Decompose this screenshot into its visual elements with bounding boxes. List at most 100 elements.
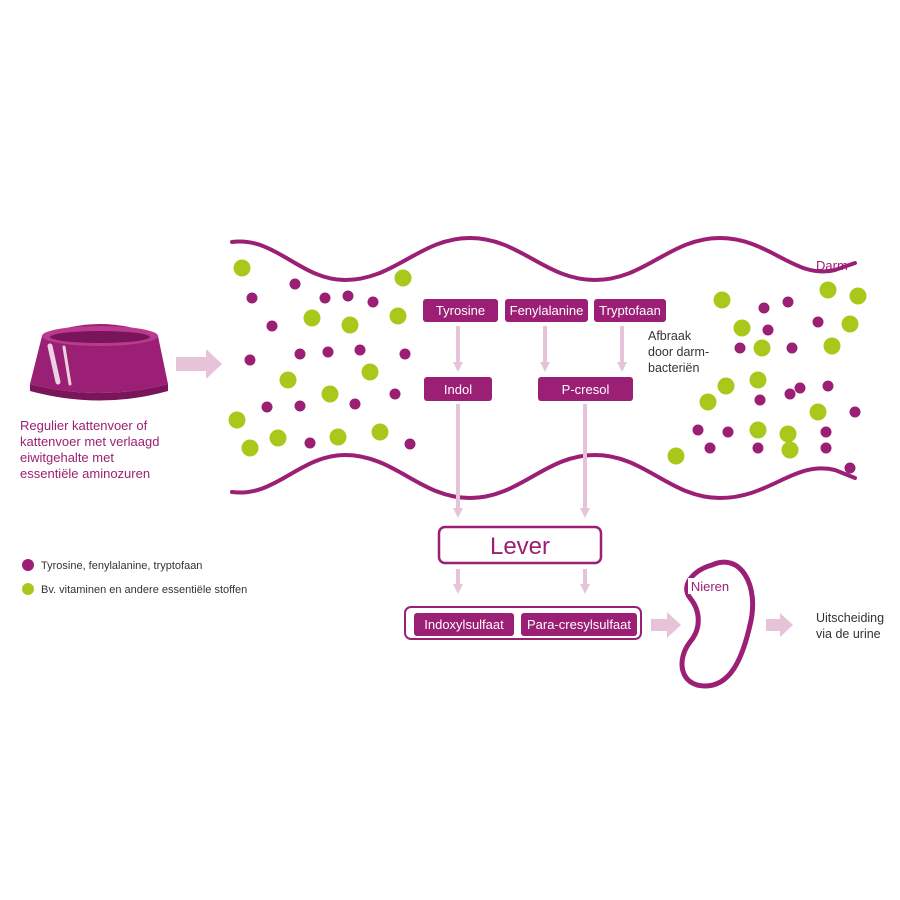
amino-acid-particle: [322, 346, 334, 358]
nutrient-particle: [303, 309, 321, 327]
amino-acid-particle: [822, 380, 834, 392]
intestine-top-wall: [230, 235, 857, 283]
nutrient-particle: [733, 319, 751, 337]
svg-text:Tryptofaan: Tryptofaan: [599, 303, 661, 318]
intestine-particles: [228, 259, 867, 474]
breakdown-arrows: [453, 326, 627, 372]
amino-acid-particle: [786, 342, 798, 354]
amino-acid-particle: [820, 426, 832, 438]
breakdown-note-line: Afbraak: [648, 329, 692, 343]
amino-acid-particle: [722, 426, 734, 438]
amino-acid-particle: [389, 388, 401, 400]
nutrient-particle: [279, 371, 297, 389]
nutrient-particle: [781, 441, 799, 459]
arrow-to-kidney: [651, 612, 681, 638]
nutrient-particle: [823, 337, 841, 355]
nutrient-particle: [329, 428, 347, 446]
amino-acid-particle: [794, 382, 806, 394]
nutrient-particle: [753, 339, 771, 357]
breakdown-note: Afbraak door darm- bacteriën: [648, 329, 713, 375]
amino-acid-particle: [758, 302, 770, 314]
nutrient-particle: [389, 307, 407, 325]
amino-acid-particle: [244, 354, 256, 366]
amino-acid-particle: [261, 401, 273, 413]
svg-text:Lever: Lever: [490, 533, 550, 560]
intestine-bottom-wall: [230, 452, 857, 501]
nutrient-particle: [241, 439, 259, 457]
amino-acid-particle: [734, 342, 746, 354]
amino-acid-particle: [342, 290, 354, 302]
amino-acid-particle: [404, 438, 416, 450]
nutrient-particle: [779, 425, 797, 443]
amino-acid-particle: [294, 348, 306, 360]
amino-acid-particle: [754, 394, 766, 406]
kidney-icon: [679, 559, 756, 689]
amino-acid-particle: [289, 278, 301, 290]
nutrient-particle: [361, 363, 379, 381]
nutrient-particle: [341, 316, 359, 334]
svg-text:Tyrosine: Tyrosine: [436, 303, 485, 318]
intestine-label: Darm: [816, 258, 848, 273]
excretion-line: Uitscheiding: [816, 611, 884, 625]
amino-acid-particle: [399, 348, 411, 360]
nutrient-particle: [749, 371, 767, 389]
amino-acid-particle: [246, 292, 258, 304]
amino-acid-box-tryptofaan: Tryptofaan: [594, 299, 666, 322]
liver-box: Lever: [437, 525, 603, 565]
metabolite-box-indol: Indol: [424, 377, 492, 401]
amino-acid-particle: [849, 406, 861, 418]
amino-acid-particle: [752, 442, 764, 454]
food-caption-line: eiwitgehalte met: [20, 450, 114, 465]
nutrient-particle: [228, 411, 246, 429]
nutrient-particle: [749, 421, 767, 439]
conjugate-indoxylsulfaat: Indoxylsulfaat: [424, 617, 504, 632]
legend-swatch-green: [22, 583, 34, 595]
arrows-from-liver: [453, 569, 590, 594]
food-caption-line: kattenvoer met verlaagd: [20, 434, 159, 449]
arrow-into-intestine: [176, 349, 222, 379]
amino-acid-particle: [844, 462, 856, 474]
breakdown-note-line: bacteriën: [648, 361, 699, 375]
nutrient-particle: [819, 281, 837, 299]
food-caption: Regulier kattenvoer of kattenvoer met ve…: [20, 418, 163, 481]
amino-acid-particle: [762, 324, 774, 336]
nutrient-particle: [849, 287, 867, 305]
nutrient-particle: [713, 291, 731, 309]
food-caption-line: essentiële aminozuren: [20, 466, 150, 481]
svg-text:Indol: Indol: [444, 382, 472, 397]
breakdown-note-line: door darm-: [648, 345, 709, 359]
nutrient-particle: [394, 269, 412, 287]
nutrient-particle: [841, 315, 859, 333]
legend-label: Bv. vitaminen en andere essentiële stoff…: [41, 584, 247, 596]
cat-food-bowl-icon: [30, 324, 168, 401]
nutrient-particle: [667, 447, 685, 465]
kidney-label: Nieren: [691, 579, 729, 594]
amino-acid-particle: [820, 442, 832, 454]
amino-acid-particle: [354, 344, 366, 356]
amino-acid-particle: [812, 316, 824, 328]
amino-acid-box-tyrosine: Tyrosine: [423, 299, 498, 322]
nutrient-particle: [321, 385, 339, 403]
food-caption-line: Regulier kattenvoer of: [20, 418, 148, 433]
amino-acid-particle: [349, 398, 361, 410]
amino-acid-box-fenylalanine: Fenylalanine: [505, 299, 588, 322]
kidney-label-bg: [688, 578, 732, 594]
conjugate-para-cresylsulfaat: Para-cresylsulfaat: [527, 617, 631, 632]
conjugates-group: Indoxylsulfaat Para-cresylsulfaat: [404, 606, 642, 640]
arrow-to-excretion: [766, 613, 793, 637]
svg-text:P-cresol: P-cresol: [562, 382, 610, 397]
amino-acid-particle: [304, 437, 316, 449]
svg-text:Fenylalanine: Fenylalanine: [510, 303, 584, 318]
nutrient-particle: [699, 393, 717, 411]
nutrient-particle: [371, 423, 389, 441]
metabolite-box-p-cresol: P-cresol: [538, 377, 633, 401]
legend-swatch-purple: [22, 559, 34, 571]
nutrient-particle: [233, 259, 251, 277]
excretion-line: via de urine: [816, 627, 881, 641]
amino-acid-particle: [704, 442, 716, 454]
amino-acid-particle: [692, 424, 704, 436]
amino-acid-particle: [367, 296, 379, 308]
legend: Tyrosine, fenylalanine, tryptofaan Bv. v…: [22, 559, 247, 596]
legend-label: Tyrosine, fenylalanine, tryptofaan: [41, 560, 202, 572]
